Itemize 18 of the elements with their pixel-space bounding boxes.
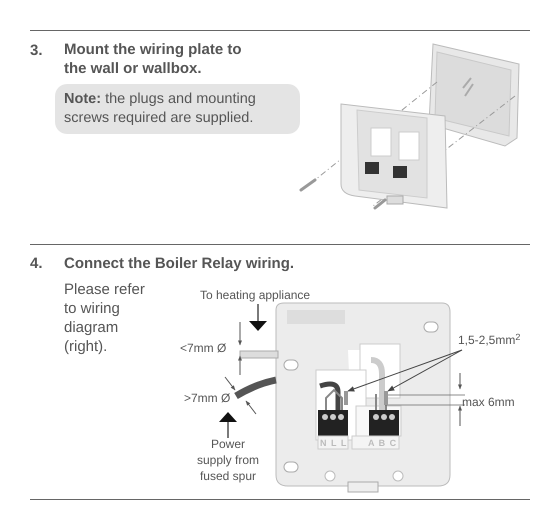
step-number: 3. [30, 41, 44, 61]
terminal-label: N L L [320, 437, 348, 450]
dimension-label: >7mm Ø [184, 390, 232, 407]
step-number: 4. [30, 254, 44, 274]
dimension-label: <7mm Ø [180, 340, 228, 357]
note-box: Note: the plugs and mounting screws required are supplied. [55, 84, 300, 134]
step-heading: Connect the Boiler Relay wiring. [64, 254, 296, 274]
leader-line [347, 350, 462, 392]
leader-line [387, 350, 462, 392]
wire-end [344, 391, 348, 405]
cable-label: Power supply from fused spur [196, 436, 260, 484]
wire-end [384, 391, 388, 405]
cable-label: To heating appliance [200, 287, 312, 304]
wire-size-label: 1,5-2,5mm$^{2}$ [458, 331, 548, 349]
dimension-label: max 6mm [462, 394, 516, 411]
terminal-label: A B C [368, 437, 398, 450]
instruction-text: Please refer to wiring diagram (right). [64, 280, 146, 356]
step-heading: Mount the wiring plate to the wall or wallbox. [64, 40, 242, 78]
